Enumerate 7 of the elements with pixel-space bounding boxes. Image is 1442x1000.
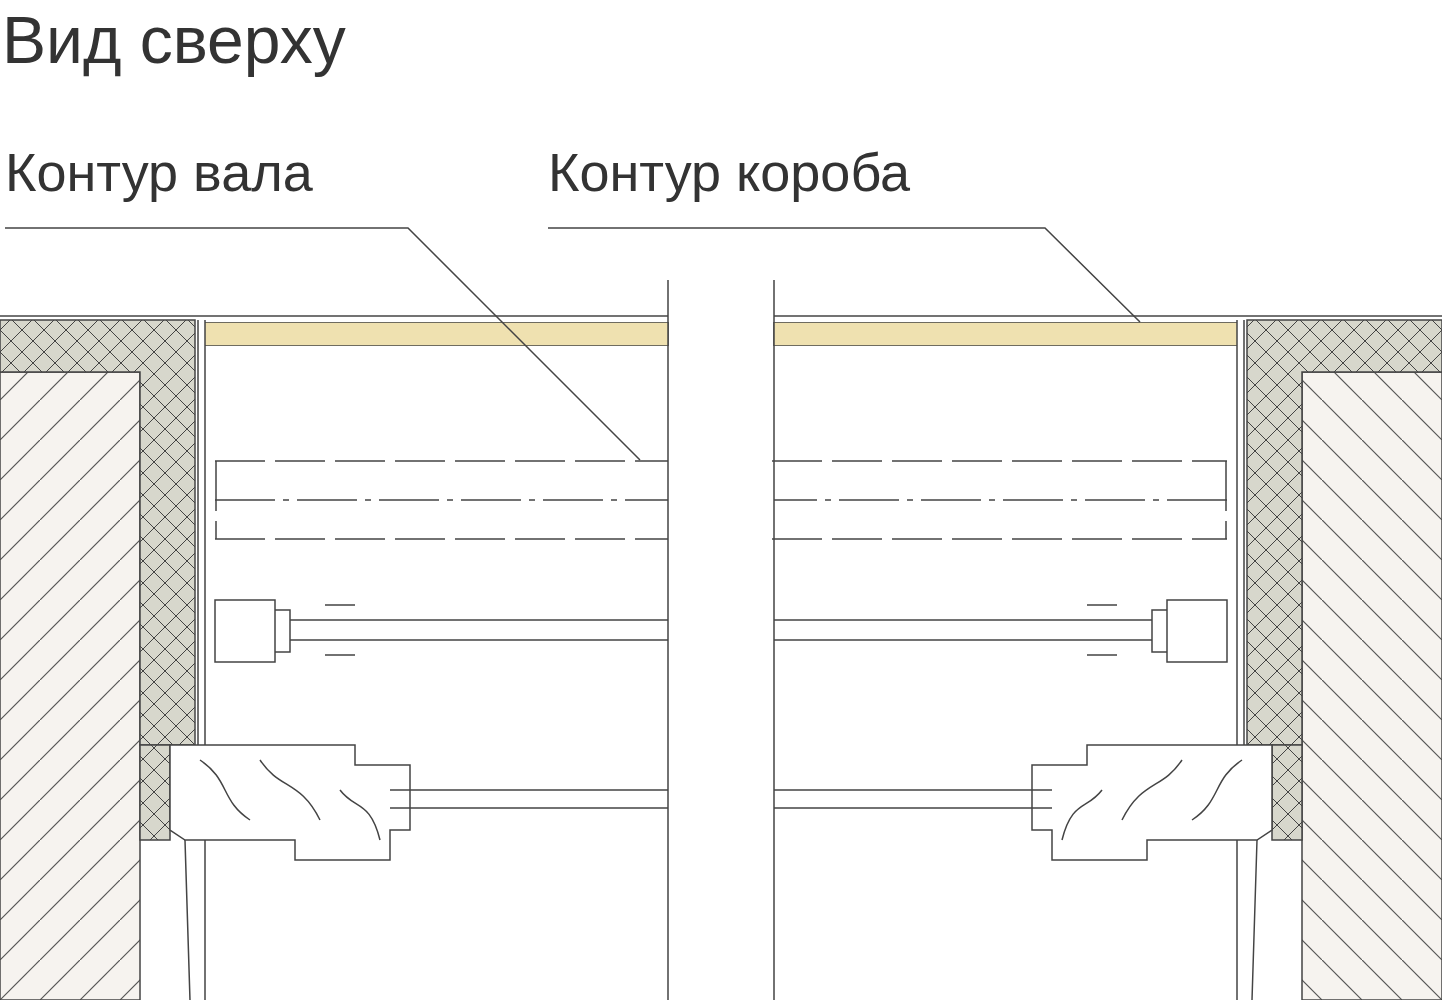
leader-line xyxy=(547,227,1141,323)
leader-line xyxy=(4,227,641,461)
title: Вид сверху xyxy=(2,2,346,79)
callout-label: Контур короба xyxy=(548,140,911,204)
box-outline xyxy=(205,322,1237,346)
callout-label: Контур вала xyxy=(5,140,313,204)
shaft-outline xyxy=(215,460,1227,540)
